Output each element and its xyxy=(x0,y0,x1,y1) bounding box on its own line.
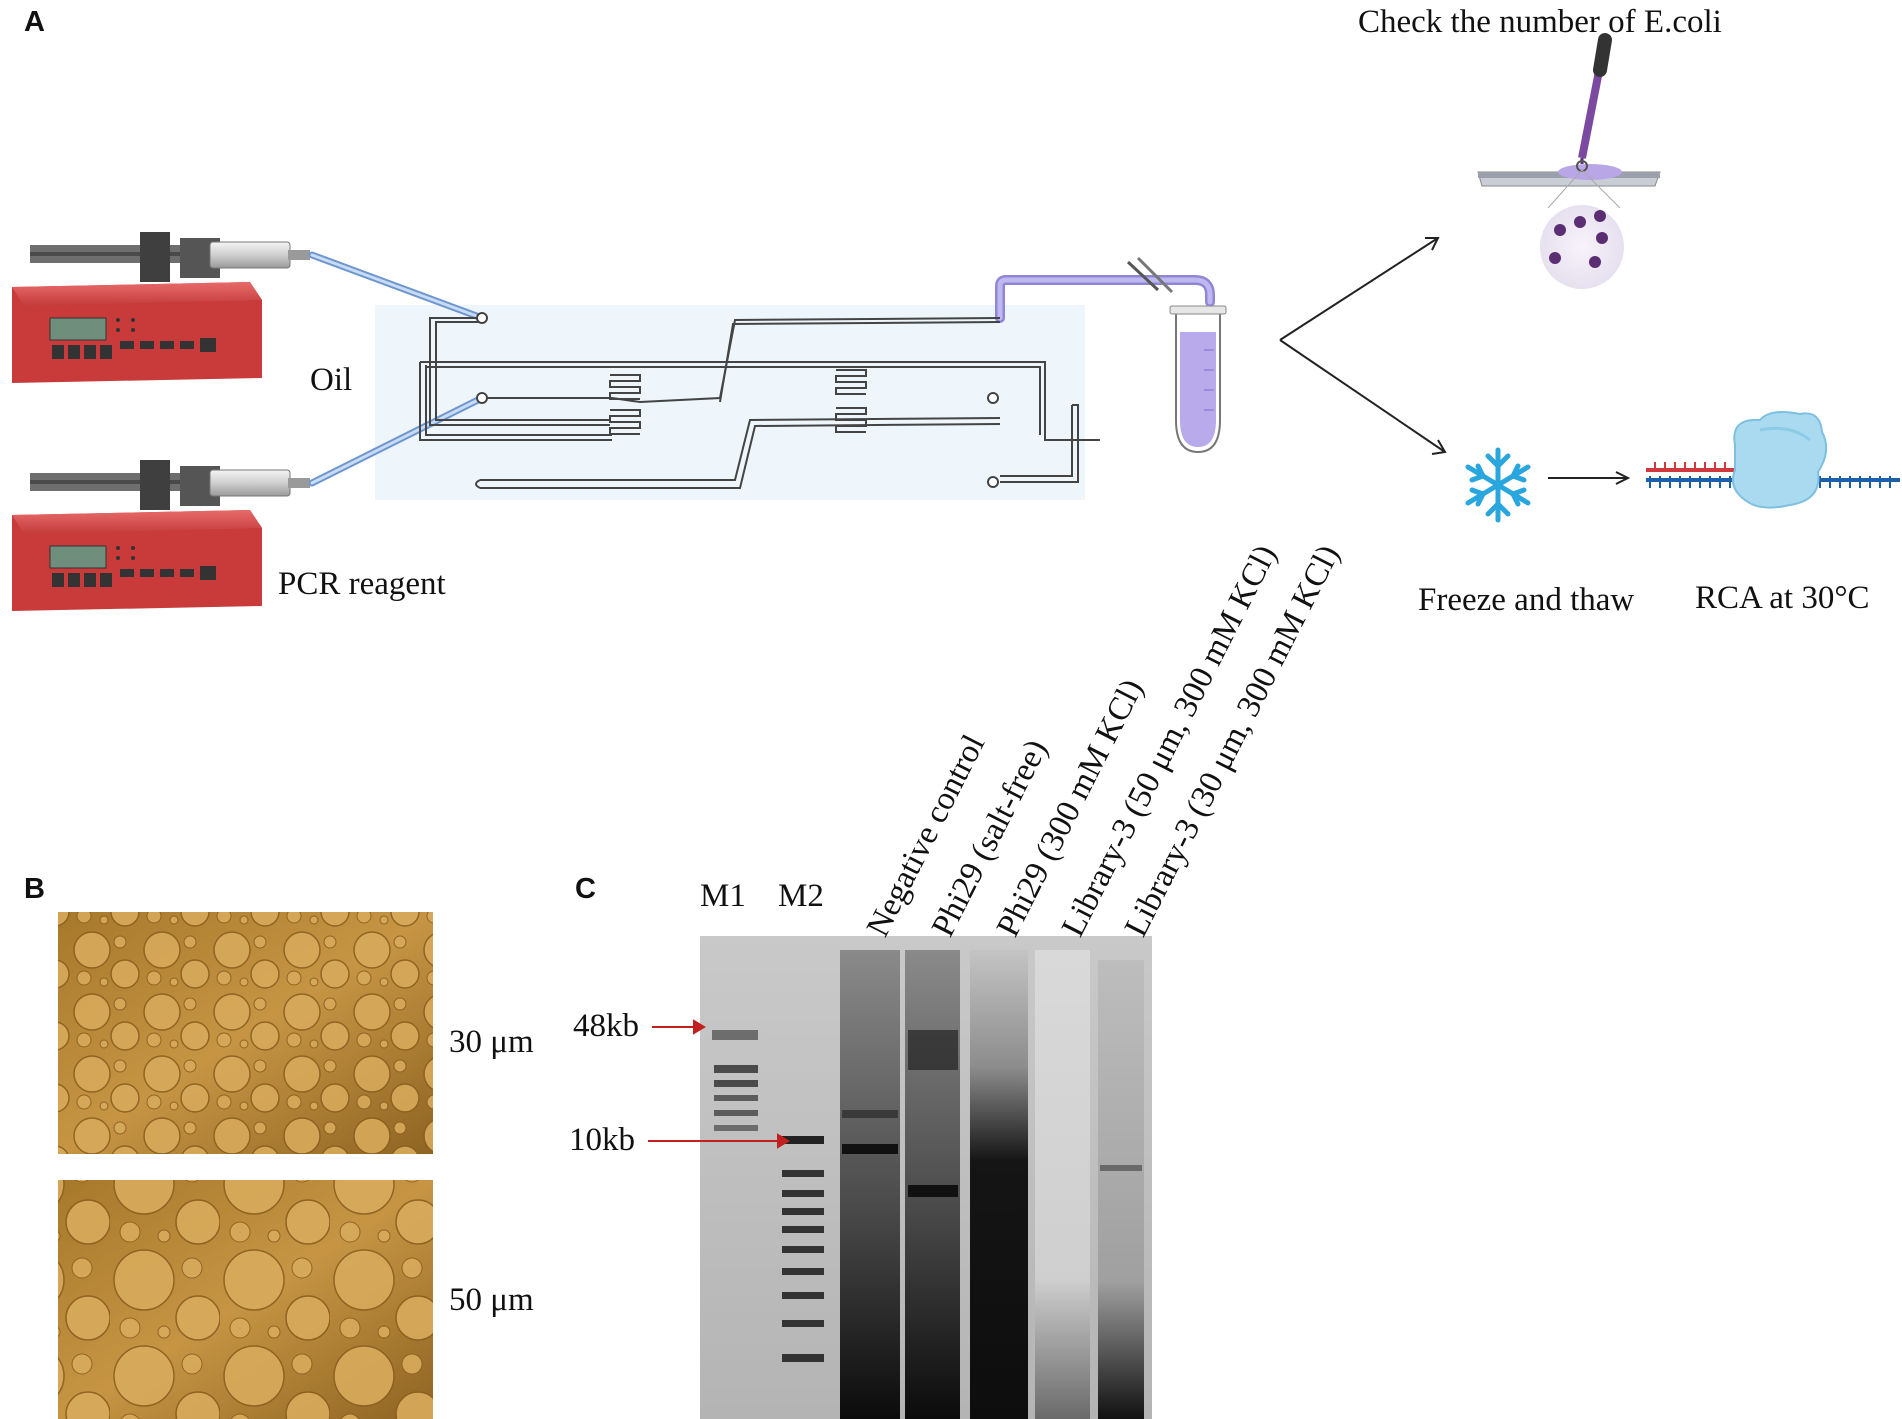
chip-channels xyxy=(419,317,1100,489)
gel-image xyxy=(700,936,1152,1419)
check-ecoli-label: Check the number of E.coli xyxy=(1358,4,1722,40)
chip-ports xyxy=(476,312,999,488)
rca-label: RCA at 30°C xyxy=(1695,580,1870,616)
size-50um-label: 50 μm xyxy=(449,1282,534,1318)
marker-arrows xyxy=(648,1019,790,1149)
oil-label: Oil xyxy=(310,362,353,398)
micrograph-50um xyxy=(58,1180,433,1419)
branch-arrows xyxy=(1279,237,1631,485)
panel-b-letter: B xyxy=(24,873,45,905)
lane-label-m2: M2 xyxy=(778,878,824,914)
lane-label-m1: M1 xyxy=(700,878,746,914)
panel-a-letter: A xyxy=(24,6,45,38)
freeze-thaw-label: Freeze and thaw xyxy=(1418,582,1635,618)
panel-c-letter: C xyxy=(575,873,596,905)
syringe-pump-pcr xyxy=(12,460,310,611)
marker-10kb-label: 10kb xyxy=(569,1122,635,1158)
size-30um-label: 30 μm xyxy=(449,1024,534,1060)
marker-48kb-label: 48kb xyxy=(573,1008,639,1044)
panel-a-diagram xyxy=(12,33,1900,611)
collection-tube xyxy=(1126,256,1227,454)
micrograph-30um xyxy=(58,912,433,1154)
rca-polymerase-icon xyxy=(1646,411,1900,509)
pcr-reagent-label: PCR reagent xyxy=(278,566,446,602)
snowflake-icon xyxy=(1465,447,1531,523)
slide-dropper-icon xyxy=(1477,33,1661,289)
tubing xyxy=(308,251,1215,487)
syringe-pump-oil xyxy=(12,232,310,383)
